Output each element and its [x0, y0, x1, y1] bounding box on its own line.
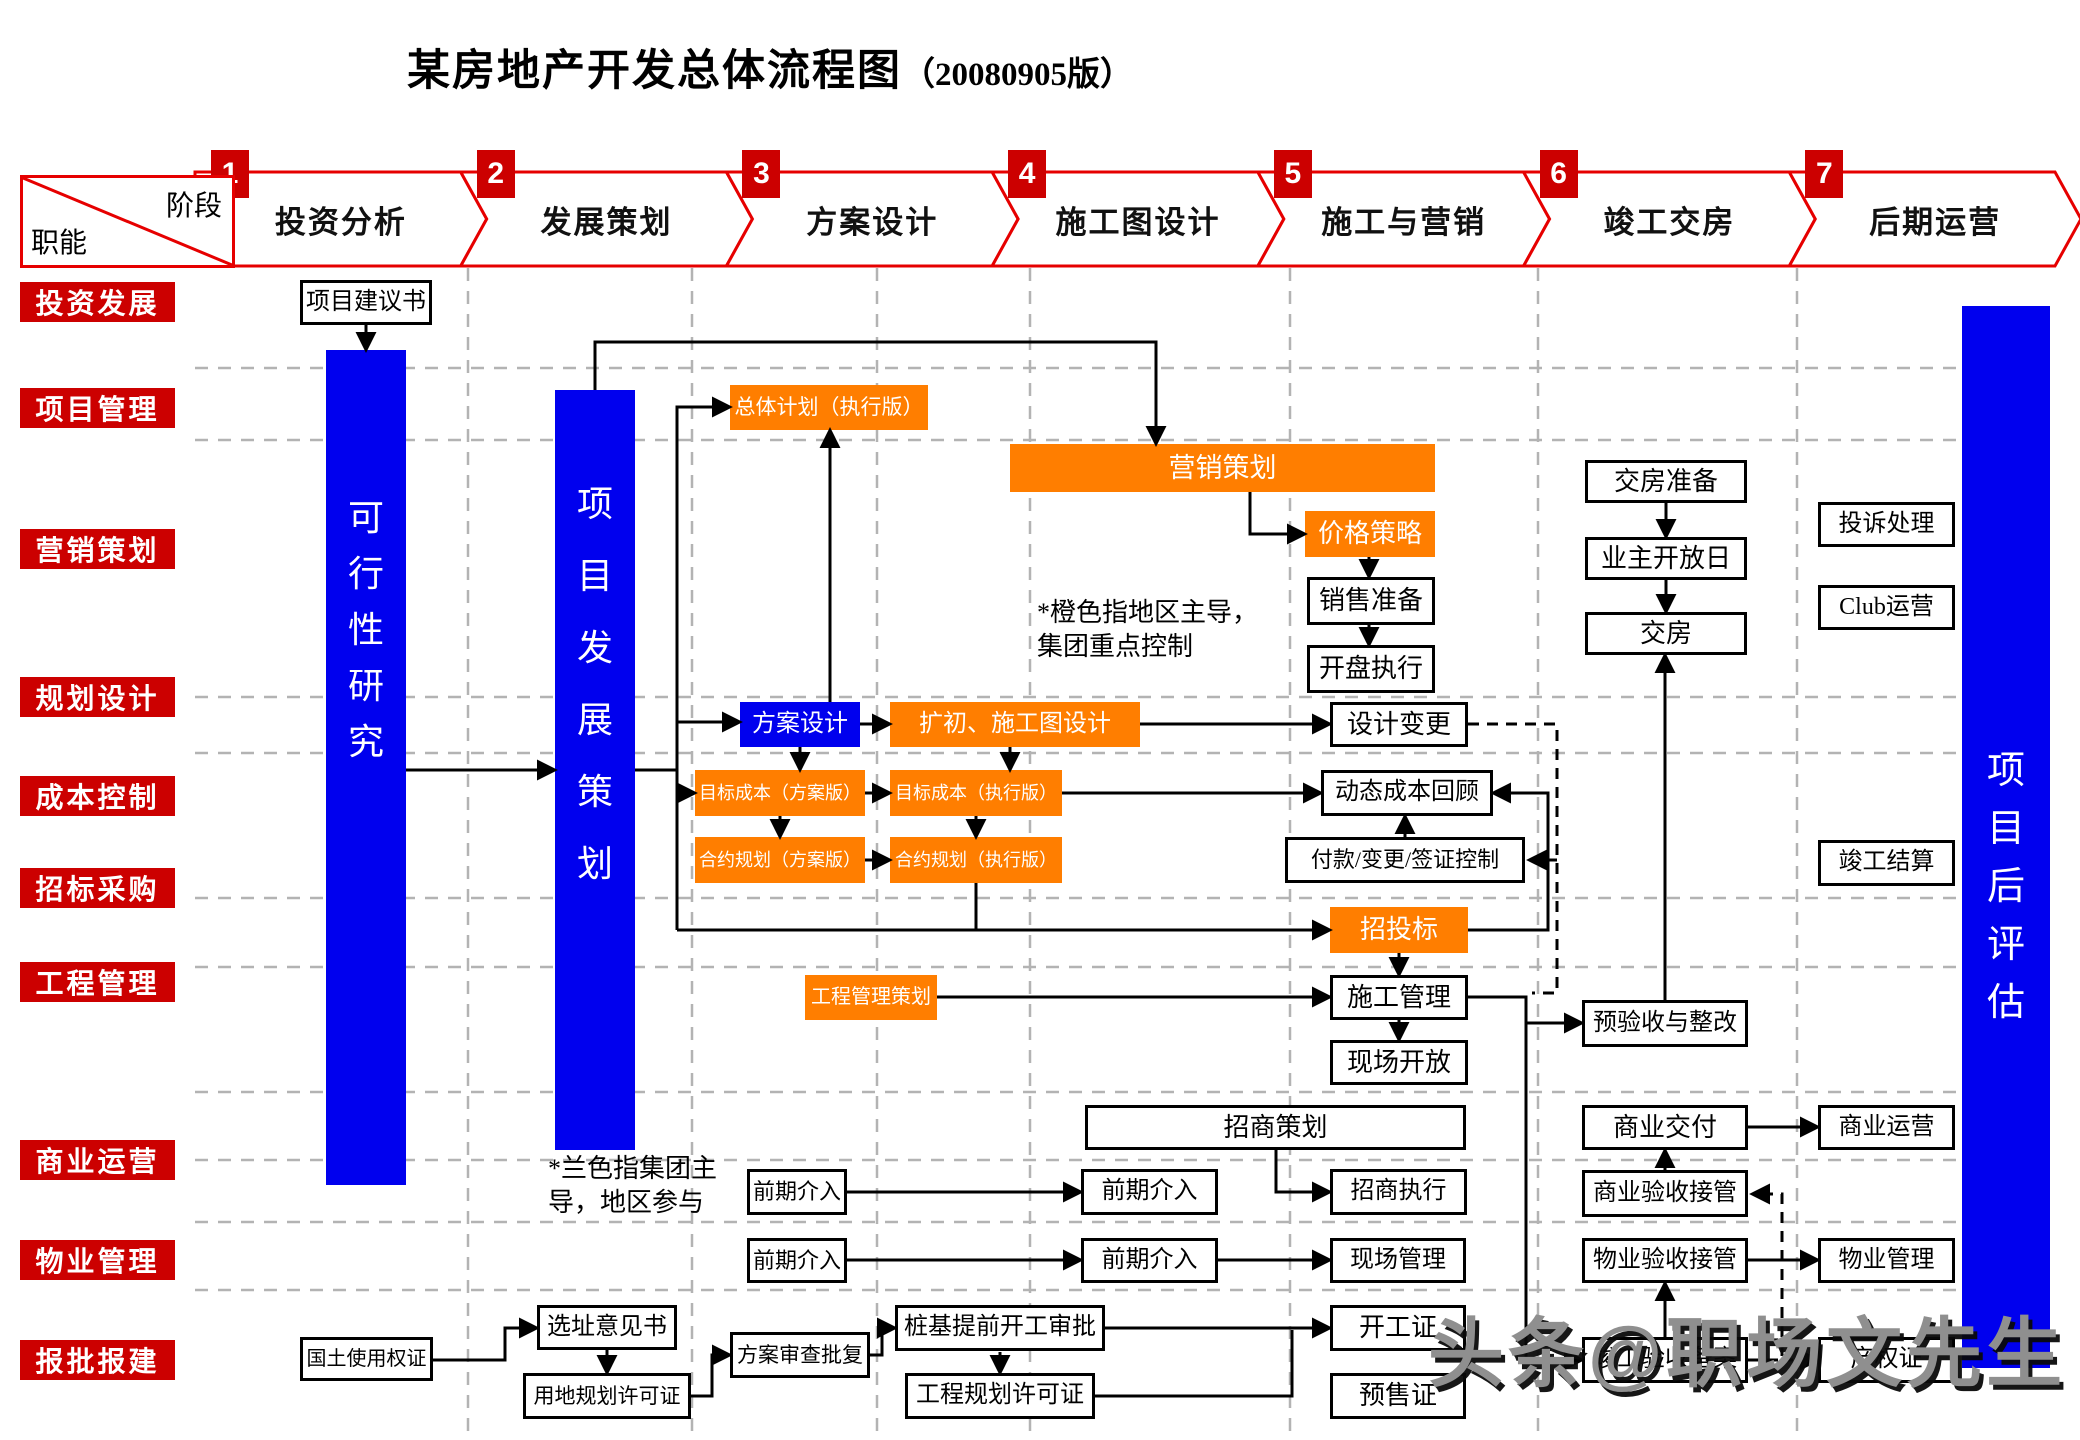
node-early-entry-1: 前期介入 — [747, 1169, 847, 1215]
function-label-2: 项目管理 — [20, 388, 175, 428]
node-owner-open-day: 业主开放日 — [1585, 537, 1747, 580]
node-contract-scheme: 合约规划（方案版） — [695, 837, 865, 883]
function-label-7: 工程管理 — [20, 962, 175, 1002]
stage-number-badge-4: 4 — [1008, 150, 1047, 198]
node-site-opinion: 选址意见书 — [537, 1305, 677, 1350]
function-label-6: 招标采购 — [20, 868, 175, 908]
page-title: 某房地产开发总体流程图（20080905版） — [260, 36, 1280, 98]
node-presale-permit: 预售证 — [1330, 1373, 1466, 1419]
stage-label-7: 后期运营 — [1869, 204, 2002, 240]
node-design-change: 设计变更 — [1330, 702, 1468, 747]
phase-bar-label-post-eval: 项 目 后 评 估 — [1986, 750, 2025, 1024]
node-land-cert: 国土使用权证 — [300, 1337, 433, 1381]
node-sales-prep: 销售准备 — [1307, 577, 1435, 625]
stage-label-2: 发展策划 — [540, 204, 673, 240]
node-proposal: 项目建议书 — [300, 280, 432, 325]
node-club-op: Club运营 — [1818, 585, 1955, 630]
stage-arrow-shape-7 — [1786, 170, 2080, 268]
node-scheme-approval: 方案审查批复 — [730, 1332, 870, 1378]
node-dyn-cost-review: 动态成本回顾 — [1321, 770, 1493, 816]
node-site-open: 现场开放 — [1330, 1040, 1468, 1085]
function-label-8: 商业运营 — [20, 1140, 175, 1180]
stage-label-5: 施工与营销 — [1321, 204, 1487, 240]
node-target-cost-exec: 目标成本（执行版） — [890, 770, 1062, 816]
node-pm-plan: 工程管理策划 — [805, 975, 937, 1020]
node-final-settlement: 竣工结算 — [1818, 840, 1955, 886]
phase-bar-label-dev-plan: 项 目 发 展 策 划 — [576, 484, 613, 884]
node-early-entry-4: 前期介入 — [1081, 1238, 1218, 1283]
node-handover-prep: 交房准备 — [1585, 460, 1747, 503]
node-pile-approval: 桩基提前开工审批 — [895, 1305, 1105, 1351]
function-label-3: 营销策划 — [20, 529, 175, 569]
node-contract-exec: 合约规划（执行版） — [890, 837, 1062, 883]
function-label-10: 报批报建 — [20, 1340, 175, 1380]
phase-bar-post-eval: 项 目 后 评 估 — [1962, 306, 2050, 1368]
phase-bar-label-feasibility: 可 行 性 研 究 — [347, 498, 384, 762]
node-opening-exec: 开盘执行 — [1307, 645, 1435, 693]
node-price-strategy: 价格策略 — [1305, 511, 1435, 557]
node-payment-control: 付款/变更/签证控制 — [1285, 837, 1525, 883]
page-title-version: （20080905版） — [902, 57, 1133, 93]
watermark-text: 头条@职场文先生 — [1428, 1312, 2067, 1397]
node-start-permit: 开工证 — [1330, 1305, 1466, 1351]
node-complaint: 投诉处理 — [1818, 502, 1955, 547]
node-handover: 交房 — [1585, 612, 1747, 655]
function-label-5: 成本控制 — [20, 776, 175, 816]
node-prop-acceptance: 物业验收接管 — [1582, 1238, 1748, 1283]
node-tender: 招投标 — [1330, 907, 1468, 953]
node-marketing-plan: 营销策划 — [1010, 444, 1435, 492]
node-master-plan: 总体计划（执行版） — [730, 385, 928, 430]
stage-number-badge-2: 2 — [476, 150, 515, 198]
stage-number-badge-7: 7 — [1805, 150, 1844, 198]
function-label-4: 规划设计 — [20, 677, 175, 717]
phase-bar-dev-plan: 项 目 发 展 策 划 — [555, 390, 635, 1150]
stage-label-4: 施工图设计 — [1055, 204, 1221, 240]
page-title-text: 某房地产开发总体流程图 — [407, 48, 902, 95]
node-biz-exec: 招商执行 — [1330, 1169, 1467, 1215]
node-biz-acceptance: 商业验收接管 — [1582, 1170, 1748, 1217]
corner-diagonal-line — [23, 178, 232, 265]
stage-label-3: 方案设计 — [806, 204, 939, 240]
stage-label-1: 投资分析 — [274, 204, 407, 240]
note-blue: *兰色指集团主 导，地区参与 — [548, 1154, 718, 1218]
node-dd-design: 扩初、施工图设计 — [890, 702, 1140, 747]
note-orange: *橙色指地区主导， 集团重点控制 — [1037, 598, 1259, 662]
node-biz-plan: 招商策划 — [1085, 1105, 1466, 1150]
stage-number-badge-6: 6 — [1539, 150, 1578, 198]
corner-label-stage: 阶段 — [165, 191, 222, 222]
node-site-mgmt: 现场管理 — [1330, 1238, 1466, 1283]
node-eng-plan-permit: 工程规划许可证 — [905, 1373, 1095, 1419]
node-target-cost-scheme: 目标成本（方案版） — [695, 770, 865, 816]
node-early-entry-2: 前期介入 — [1081, 1169, 1218, 1215]
node-prop-mgmt: 物业管理 — [1818, 1238, 1955, 1283]
function-label-1: 投资发展 — [20, 282, 175, 322]
node-pre-acceptance: 预验收与整改 — [1582, 1000, 1748, 1047]
function-label-9: 物业管理 — [20, 1240, 175, 1280]
node-biz-operation: 商业运营 — [1818, 1105, 1955, 1150]
node-construction-mgmt: 施工管理 — [1330, 975, 1468, 1020]
stage-label-6: 竣工交房 — [1603, 204, 1736, 240]
stage-number-badge-5: 5 — [1273, 150, 1312, 198]
node-scheme-design: 方案设计 — [740, 702, 860, 747]
phase-bar-feasibility: 可 行 性 研 究 — [326, 350, 406, 1185]
node-land-plan-permit: 用地规划许可证 — [523, 1373, 691, 1419]
node-completion-filing: 竣工验收备案 — [1582, 1337, 1748, 1383]
corner-label-function: 职能 — [31, 228, 88, 259]
node-biz-delivery: 商业交付 — [1582, 1105, 1748, 1150]
stage-number-badge-3: 3 — [742, 150, 781, 198]
node-early-entry-3: 前期介入 — [747, 1238, 847, 1283]
matrix-corner-box: 阶段 职能 — [20, 175, 235, 268]
